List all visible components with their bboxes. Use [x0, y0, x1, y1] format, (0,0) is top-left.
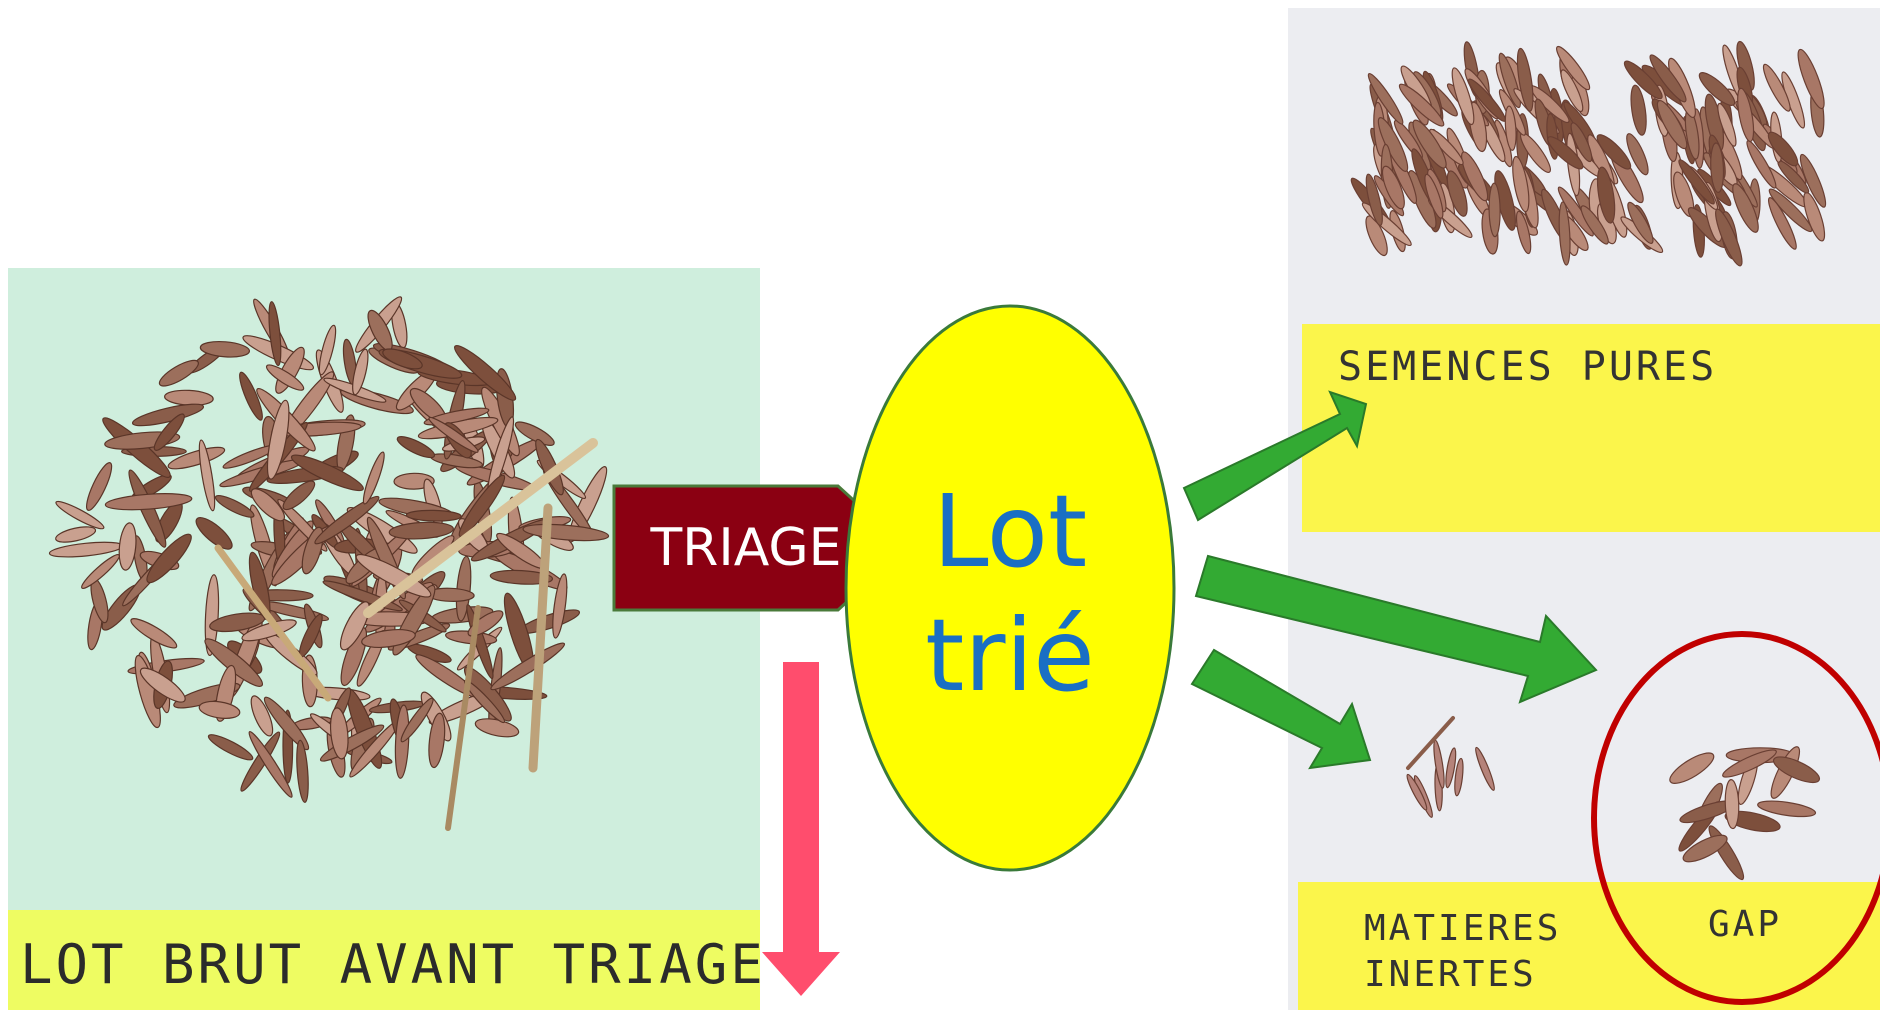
red-down-arrow	[762, 662, 840, 996]
arrow-to-pure-seeds	[1184, 392, 1366, 520]
arrow-to-inert-matter	[1192, 650, 1370, 768]
sorted-lot-label: Lot trié	[860, 470, 1160, 718]
gap-highlight-circle	[1594, 634, 1880, 1002]
triage-label: TRIAGE	[636, 518, 856, 578]
